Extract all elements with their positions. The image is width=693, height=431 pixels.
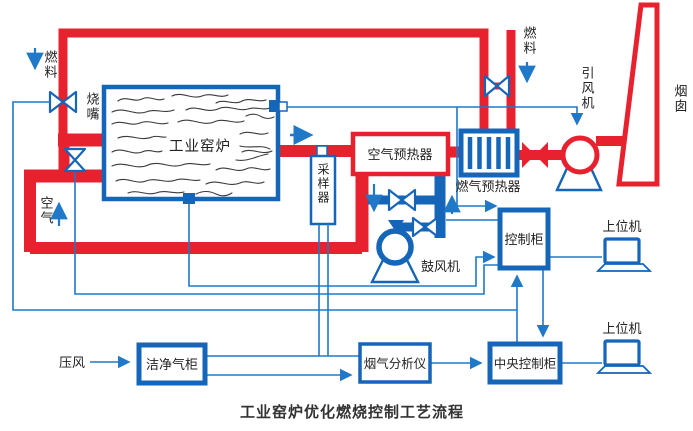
control-cabinet-box: [497, 207, 551, 271]
sampler-box: [309, 154, 337, 226]
kiln-temperature-sensor: [183, 193, 195, 204]
clean-gas-cabinet-box: [136, 342, 208, 386]
kiln-label: 工业窑炉: [169, 138, 231, 155]
air-preheater-label: 空气预热器: [367, 147, 432, 162]
chimney-shape: [616, 2, 660, 187]
central-cabinet-box: [487, 341, 563, 385]
kiln-sensor-signal: [188, 204, 496, 287]
host-top-label: 上位机: [602, 219, 641, 234]
air-label: 空气: [39, 196, 54, 226]
host-computer-bottom-icon: [595, 339, 653, 374]
gas-preheater-box: [458, 128, 520, 178]
gas-preheater-tubes: [467, 137, 511, 169]
signal-lines: [12, 101, 602, 382]
burner-label: 烧嘴: [85, 92, 100, 122]
burner-air-valve-icon: [63, 147, 87, 173]
air-preheater-box: [350, 131, 451, 177]
blower-inlet-arrow-icon: [388, 220, 404, 232]
fuel-right-label: 燃料: [522, 25, 537, 56]
kiln-pressure-sensor: [269, 100, 279, 112]
analyzer-box: [358, 342, 432, 384]
fuel-left-label: 燃料: [43, 49, 58, 80]
gas-preheater-label: 燃气预热器: [455, 179, 520, 194]
host-bottom-label: 上位机: [602, 321, 641, 336]
compressed-air-label: 压风: [59, 355, 85, 370]
flame-lines: [111, 93, 275, 197]
flue-valve-icon: [522, 142, 548, 168]
blower-icon: [370, 228, 420, 284]
clean-gas-label: 洁净气柜: [146, 357, 198, 372]
kiln-to-fan-signal: [287, 106, 584, 126]
sampler-tap: [316, 145, 328, 157]
blower-label: 鼓风机: [421, 259, 460, 274]
sampler-label: 采样器: [316, 163, 330, 205]
central-cabinet-label: 中央控制柜: [494, 356, 557, 371]
analyzer-label: 烟气分析仪: [364, 356, 427, 371]
diagram-title: 工业窑炉优化燃烧控制工艺流程: [240, 403, 464, 421]
flow-direction-arrows: [26, 48, 536, 226]
host-computer-top-icon: [595, 237, 653, 272]
chimney-label: 烟囱: [673, 84, 688, 114]
induced-fan-icon: [555, 135, 603, 192]
cold-air-lower-valve-icon: [411, 216, 439, 238]
control-cabinet-label: 控制柜: [504, 232, 543, 247]
cold-air-upper-valve-icon: [387, 188, 417, 212]
valves: [48, 74, 548, 238]
fuel-bypass-valve-icon: [483, 74, 511, 98]
kiln-pressure-sensor-tap: [278, 101, 288, 112]
induced-fan-label: 引风机: [580, 66, 595, 111]
fuel-valve-signal: [12, 101, 517, 311]
air-valve-signal: [74, 172, 499, 295]
